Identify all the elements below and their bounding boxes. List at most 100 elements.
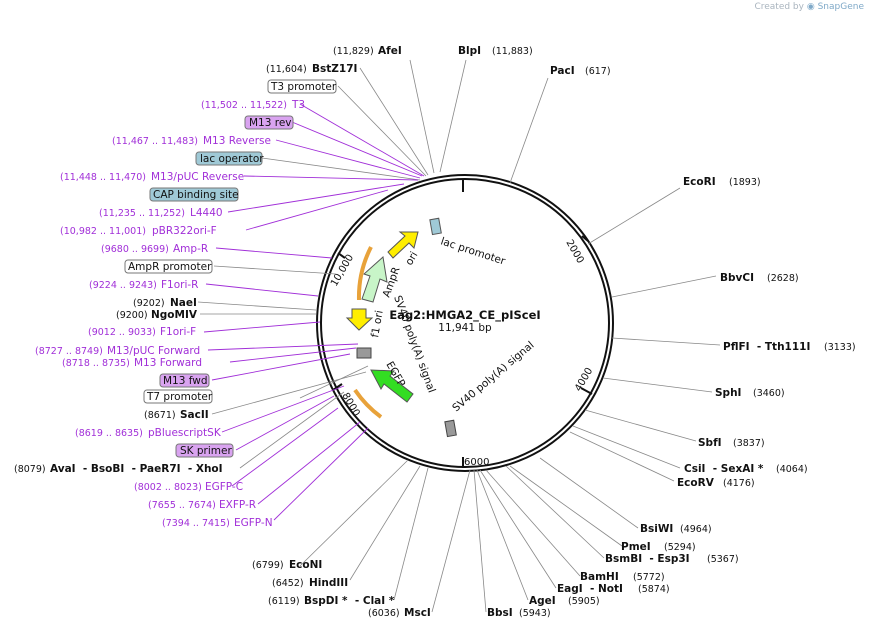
site-bbsi: BbsI	[487, 607, 513, 619]
primer-t3: T3	[291, 99, 305, 111]
label-pos: (6452)	[272, 578, 304, 589]
ori-arrow	[387, 231, 419, 259]
label-pos: (11,235 .. 11,252)	[99, 208, 185, 219]
snapgene-credit: Created by ◉ SnapGene	[754, 2, 864, 12]
feature-t7-promoter: T7 promoter	[146, 391, 213, 403]
site-bamhi: BamHI	[580, 571, 619, 583]
tick-label: 10,000	[329, 253, 356, 289]
feature-t3-promoter: T3 promoter	[270, 81, 337, 93]
site-csii: CsiI - SexAI *	[684, 463, 764, 475]
backbone-outer	[316, 174, 614, 472]
ampr-promoter-box	[124, 259, 213, 274]
primer-sk: SK primer	[180, 445, 232, 457]
feature-label-lac-promoter: lac promoter	[439, 235, 507, 267]
site-econi: EcoNI	[289, 559, 322, 571]
primer-f1ori-f: F1ori-F	[160, 326, 196, 338]
primer-m13-puc-forward: M13/pUC Forward	[107, 345, 200, 357]
lac-promoter-box	[429, 217, 442, 236]
primer-m13-fwd: M13 fwd	[163, 375, 208, 387]
site-sbfi: SbfI	[698, 437, 722, 449]
plasmid-size: 11,941 bp	[438, 322, 492, 334]
site-pos: (4176)	[723, 478, 755, 489]
primer-m13-reverse: M13 Reverse	[203, 135, 271, 147]
m13-rev-box	[244, 115, 294, 130]
ampr-arrow	[361, 256, 388, 303]
site-pflfi: PflFI - Tth111I	[723, 341, 810, 353]
primer-m13-rev: M13 rev	[249, 117, 292, 129]
tick-label: 6000	[464, 457, 489, 468]
label-pos: (11,502 .. 11,522)	[201, 100, 287, 111]
site-pos: (3133)	[824, 342, 856, 353]
credit-brand: SnapGene	[817, 2, 864, 12]
site-bstz17i: BstZ17I	[312, 63, 357, 75]
right-leaders	[409, 59, 721, 613]
label-pos: (9202)	[133, 298, 165, 309]
site-paci: PacI	[550, 65, 575, 77]
site-pos: (2628)	[767, 273, 799, 284]
site-blpi: BlpI	[458, 45, 481, 57]
primer-pbr322ori-f: pBR322ori-F	[152, 225, 217, 237]
label-pos: (11,604)	[266, 64, 307, 75]
tick-label: 2000	[563, 238, 585, 266]
backbone-inner	[320, 178, 610, 468]
egfp-arrow	[370, 369, 414, 403]
site-pos: (4064)	[776, 464, 808, 475]
primer-pbluescriptsk: pBluescriptSK	[148, 427, 222, 439]
m13-fwd-box	[159, 373, 210, 388]
site-pos: (4964)	[680, 524, 712, 535]
primer-egfp-n: EGFP-N	[234, 517, 273, 529]
feature-lac-operator: lac operator	[200, 153, 264, 165]
site-hindiii: HindIII	[309, 577, 348, 589]
orange-arc-1	[356, 246, 373, 301]
site-sacii: SacII	[180, 409, 209, 421]
primer-m13-forward: M13 Forward	[134, 357, 202, 369]
site-pos: (11,883)	[492, 46, 533, 57]
primer-f1ori-r: F1ori-R	[161, 279, 198, 291]
primer-amp-r: Amp-R	[173, 243, 208, 255]
primer-egfp-c: EGFP-C	[205, 481, 243, 493]
inner-features	[345, 217, 457, 438]
feature-cap-binding-site: CAP binding site	[153, 189, 239, 201]
primer-m13-puc-reverse: M13/pUC Reverse	[151, 171, 244, 183]
site-agei: AgeI	[529, 595, 556, 607]
site-pos: (5943)	[519, 608, 551, 619]
site-bsiwi: BsiWI	[640, 523, 673, 535]
f1-ori-arrow	[345, 308, 374, 331]
cap-binding-box	[149, 187, 239, 202]
label-pos: (9012 .. 9033)	[88, 327, 156, 338]
t7-promoter-box	[143, 389, 213, 404]
sv40-box	[356, 347, 372, 359]
sk-primer-box	[175, 443, 234, 458]
site-naei: NaeI	[170, 297, 197, 309]
sv40-box-2	[444, 419, 457, 438]
label-pos: (8671)	[144, 410, 176, 421]
site-avai-group: AvaI - BsoBI - PaeR7I - XhoI	[50, 463, 223, 475]
label-pos: (8002 .. 8023)	[134, 482, 202, 493]
label-pos: (11,448 .. 11,470)	[60, 172, 146, 183]
label-pos: (6119)	[268, 596, 300, 607]
primer-l4440: L4440	[190, 207, 223, 219]
label-pos: (8727 .. 8749)	[35, 346, 103, 357]
label-pos: (11,467 .. 11,483)	[112, 136, 198, 147]
snapgene-logo-icon: ◉	[806, 2, 815, 12]
label-pos: (10,982 .. 11,001)	[60, 226, 146, 237]
site-afei: AfeI	[378, 45, 402, 57]
label-pos: (6799)	[252, 560, 284, 571]
site-pos: (5772)	[633, 572, 665, 583]
primer-exfp-r: EXFP-R	[219, 499, 256, 511]
lac-operator-box	[195, 151, 263, 166]
plasmid-name: Eag2:HMGA2_CE_pISceI	[389, 308, 540, 323]
t3-promoter-box	[267, 79, 337, 94]
site-pos: (5905)	[568, 596, 600, 607]
site-eagi: EagI - NotI	[557, 583, 623, 595]
credit-text: Created by	[754, 2, 804, 12]
site-bsmbi: BsmBI - Esp3I	[605, 553, 690, 565]
site-pos: (11,829)	[333, 46, 374, 57]
label-pos: (9200)	[116, 310, 148, 321]
site-pos: (5367)	[707, 554, 739, 565]
label-pos: (8079)	[14, 464, 46, 475]
site-ngomiv: NgoMIV	[151, 309, 198, 321]
tick-marks	[332, 179, 593, 468]
label-pos: (7655 .. 7674)	[148, 500, 216, 511]
